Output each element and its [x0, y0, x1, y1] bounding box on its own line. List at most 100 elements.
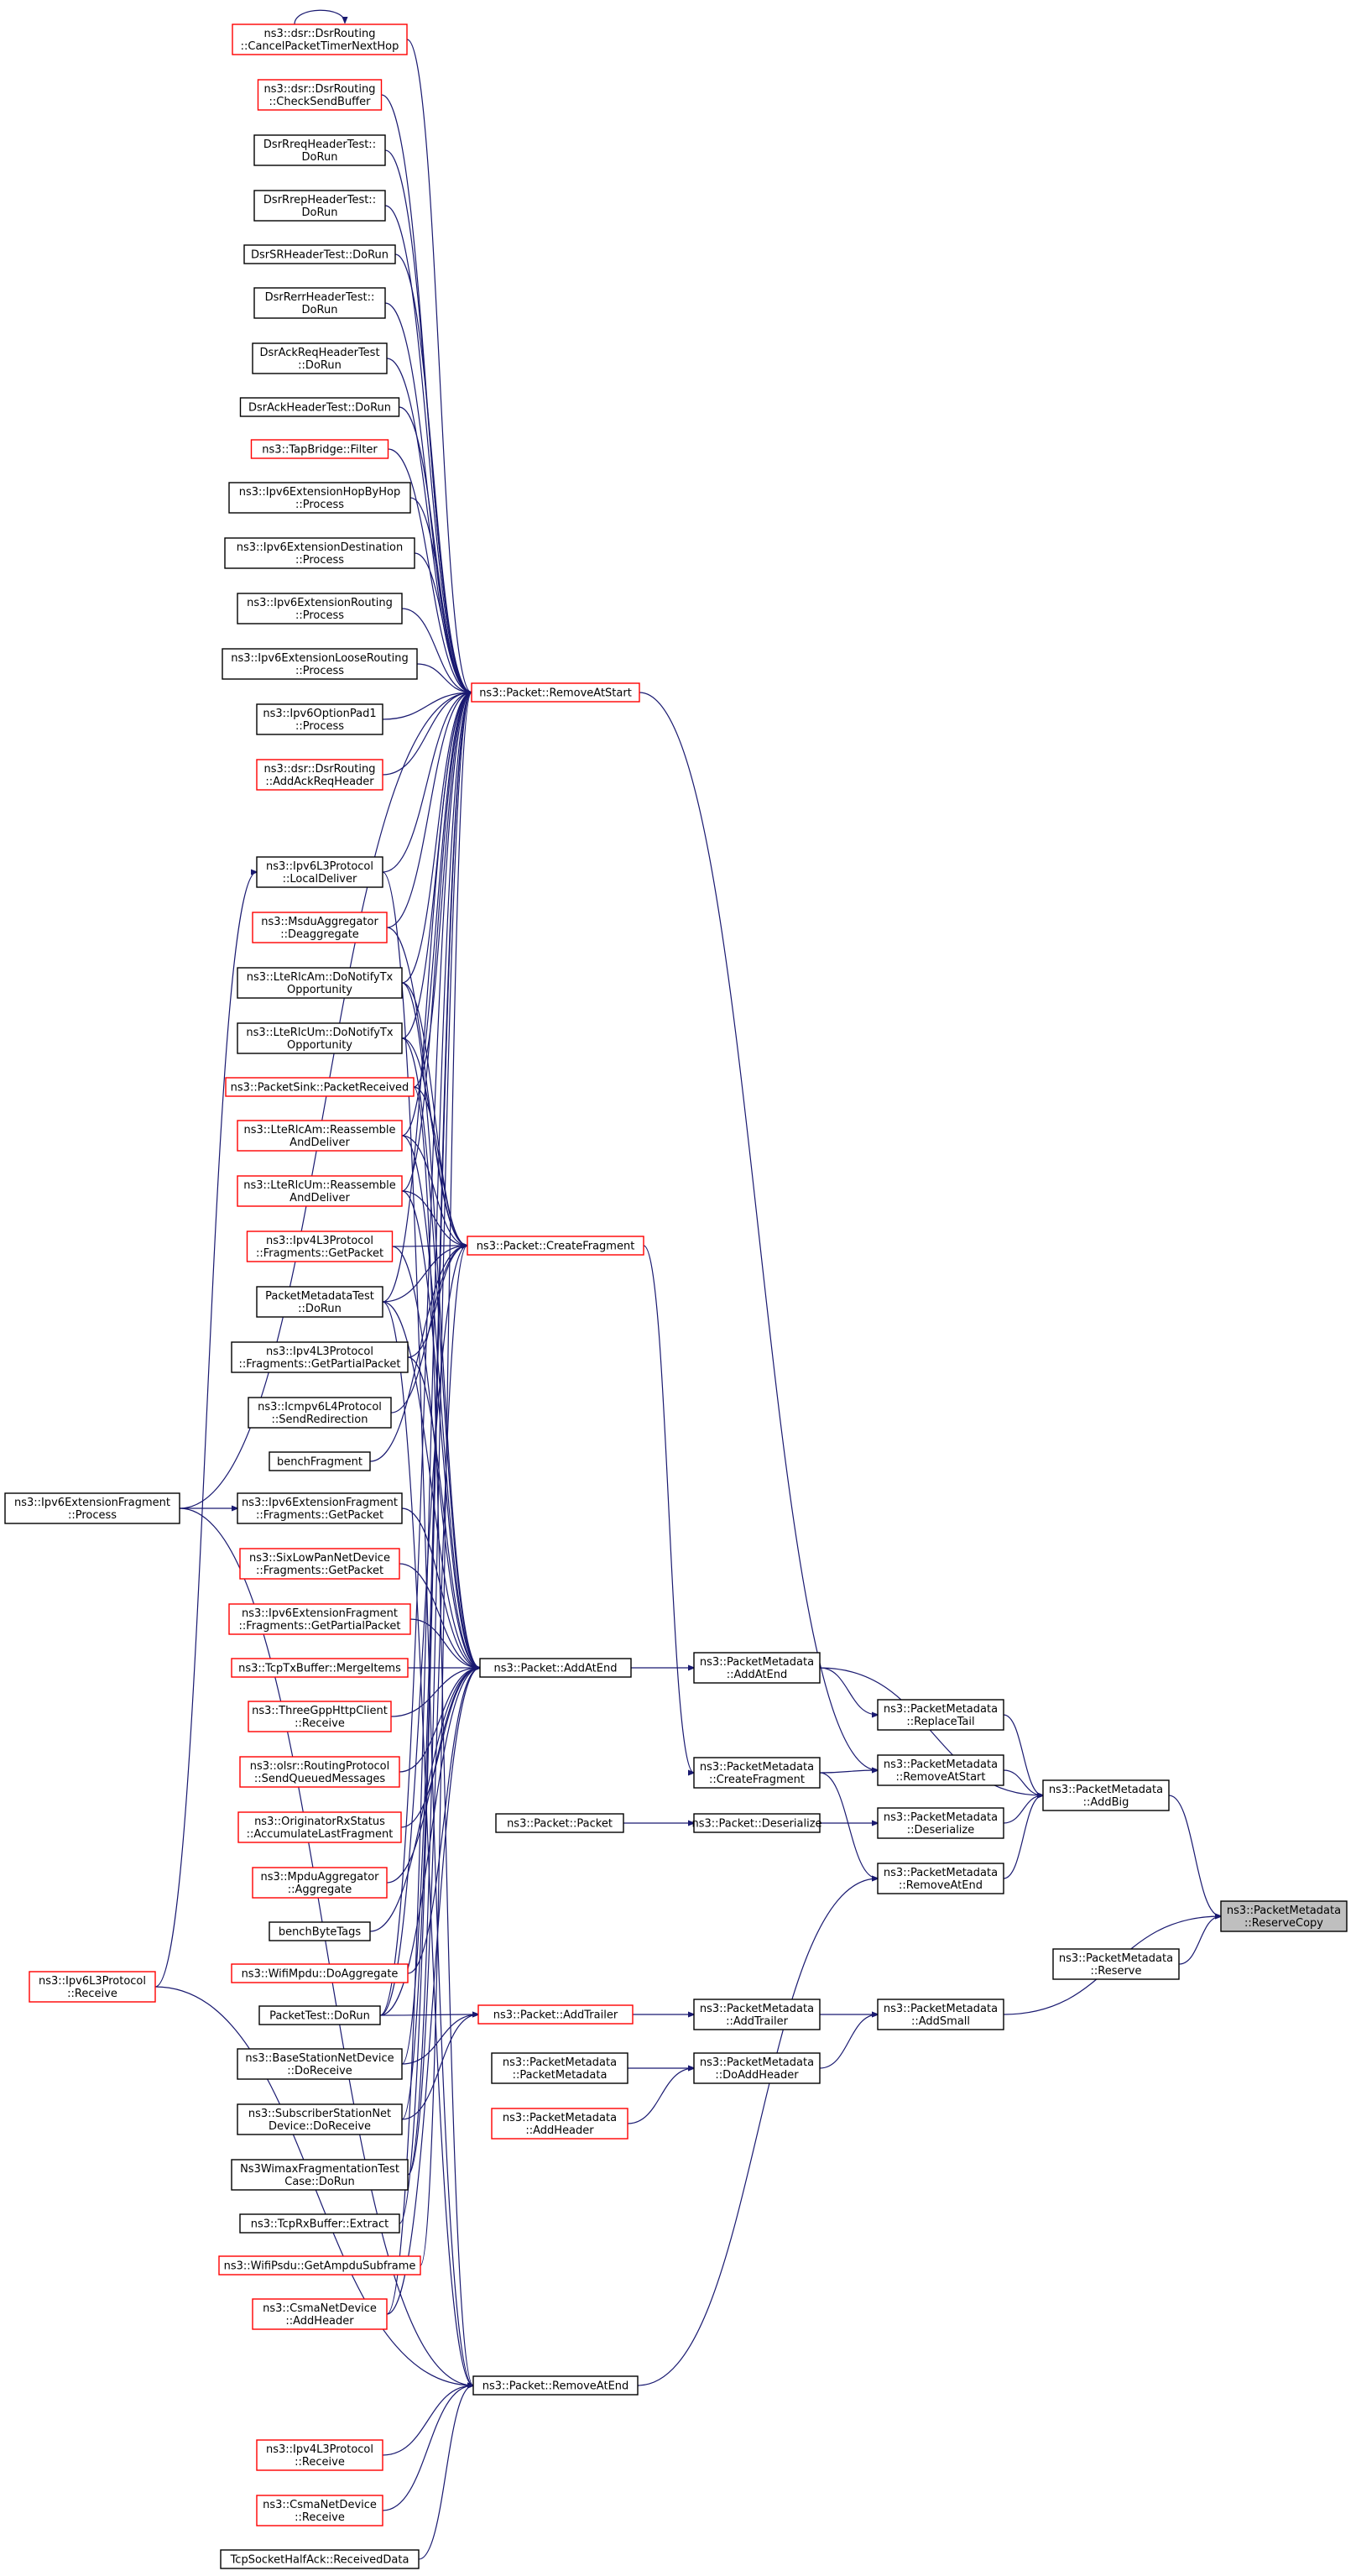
- node-n46[interactable]: ns3::Ipv4L3Protocol::Receive: [256, 2439, 383, 2471]
- node-n39[interactable]: ns3::BaseStationNetDevice::DoReceive: [237, 2048, 403, 2080]
- node-box-n56[interactable]: [472, 2375, 639, 2396]
- node-n25[interactable]: ns3::Icmpv6L4Protocol::SendRedirection: [248, 1397, 392, 1429]
- node-box-n16[interactable]: [252, 912, 388, 943]
- node-box-n4[interactable]: [243, 244, 396, 264]
- node-box-n57[interactable]: [693, 1652, 821, 1684]
- node-n53[interactable]: ns3::Packet::AddTrailer: [477, 2004, 634, 2025]
- node-n33[interactable]: ns3::olsr::RoutingProtocol::SendQueuedMe…: [239, 1756, 400, 1788]
- node-box-n62[interactable]: [877, 1699, 1004, 1731]
- node-box-n17[interactable]: [237, 967, 403, 999]
- node-n27[interactable]: ns3::Ipv6ExtensionFragment::Process: [4, 1492, 180, 1524]
- node-n13[interactable]: ns3::Ipv6OptionPad1::Process: [256, 703, 383, 735]
- node-n28[interactable]: ns3::Ipv6ExtensionFragment::Fragments::G…: [237, 1492, 403, 1524]
- node-n56[interactable]: ns3::Packet::RemoveAtEnd: [472, 2375, 639, 2396]
- node-n0[interactable]: ns3::dsr::DsrRouting::CancelPacketTimerN…: [232, 24, 408, 55]
- node-n50[interactable]: ns3::Packet::CreateFragment: [467, 1236, 644, 1256]
- node-box-n52[interactable]: [495, 1813, 624, 1833]
- node-n63[interactable]: ns3::PacketMetadata::RemoveAtStart: [877, 1754, 1004, 1786]
- node-box-n47[interactable]: [256, 2495, 383, 2526]
- node-n32[interactable]: ns3::ThreeGppHttpClient::Receive: [248, 1701, 392, 1732]
- node-n44[interactable]: ns3::CsmaNetDevice::AddHeader: [252, 2298, 388, 2330]
- node-n42[interactable]: ns3::TcpRxBuffer::Extract: [239, 2213, 400, 2234]
- node-n2[interactable]: DsrRreqHeaderTest::DoRun: [253, 134, 386, 166]
- node-n36[interactable]: benchByteTags: [269, 1921, 371, 1941]
- node-n69[interactable]: ns3::PacketMetadata::ReserveCopy: [1220, 1900, 1348, 1932]
- node-box-n36[interactable]: [269, 1921, 371, 1941]
- node-n31[interactable]: ns3::TcpTxBuffer::MergeItems: [231, 1658, 409, 1678]
- node-box-n38[interactable]: [258, 2005, 381, 2025]
- node-n55[interactable]: ns3::PacketMetadata::AddHeader: [491, 2108, 628, 2140]
- node-n59[interactable]: ns3::Packet::Deserialize: [691, 1813, 822, 1833]
- node-n24[interactable]: ns3::Ipv4L3Protocol::Fragments::GetParti…: [231, 1341, 409, 1373]
- node-n22[interactable]: ns3::Ipv4L3Protocol::Fragments::GetPacke…: [246, 1231, 394, 1262]
- node-box-n53[interactable]: [477, 2004, 634, 2025]
- node-n5[interactable]: DsrRerrHeaderTest::DoRun: [253, 287, 386, 319]
- node-box-n15[interactable]: [256, 856, 383, 888]
- node-box-n31[interactable]: [231, 1658, 409, 1678]
- node-box-n7[interactable]: [239, 397, 400, 417]
- node-box-n32[interactable]: [248, 1701, 392, 1732]
- node-box-n22[interactable]: [246, 1231, 394, 1262]
- node-n15[interactable]: ns3::Ipv6L3Protocol::LocalDeliver: [256, 856, 383, 888]
- node-n16[interactable]: ns3::MsduAggregator::Deaggregate: [252, 912, 388, 943]
- node-n14[interactable]: ns3::dsr::DsrRouting::AddAckReqHeader: [256, 759, 383, 791]
- node-box-n25[interactable]: [248, 1397, 392, 1429]
- node-n49[interactable]: ns3::Packet::RemoveAtStart: [471, 682, 640, 703]
- node-n40[interactable]: ns3::SubscriberStationNetDevice::DoRecei…: [237, 2103, 403, 2135]
- node-n1[interactable]: ns3::dsr::DsrRouting::CheckSendBuffer: [257, 79, 383, 111]
- node-box-n2[interactable]: [253, 134, 386, 166]
- node-n23[interactable]: PacketMetadataTest::DoRun: [256, 1286, 383, 1318]
- node-box-n30[interactable]: [228, 1603, 411, 1635]
- node-box-n10[interactable]: [224, 537, 415, 569]
- node-n29[interactable]: ns3::SixLowPanNetDevice::Fragments::GetP…: [239, 1548, 400, 1580]
- node-n66[interactable]: ns3::PacketMetadata::AddSmall: [877, 1999, 1004, 2030]
- node-n9[interactable]: ns3::Ipv6ExtensionHopByHop::Process: [228, 482, 411, 514]
- node-box-n49[interactable]: [471, 682, 640, 703]
- node-box-n66[interactable]: [877, 1999, 1004, 2030]
- node-box-n69[interactable]: [1220, 1900, 1348, 1932]
- node-box-n61[interactable]: [693, 2052, 821, 2084]
- node-box-n50[interactable]: [467, 1236, 644, 1256]
- node-n51[interactable]: ns3::Packet::AddAtEnd: [479, 1658, 632, 1678]
- node-box-n1[interactable]: [257, 79, 383, 111]
- node-box-n27[interactable]: [4, 1492, 180, 1524]
- node-box-n19[interactable]: [225, 1077, 415, 1097]
- node-n65[interactable]: ns3::PacketMetadata::RemoveAtEnd: [877, 1863, 1004, 1894]
- node-box-n40[interactable]: [237, 2103, 403, 2135]
- node-n11[interactable]: ns3::Ipv6ExtensionRouting::Process: [237, 593, 403, 624]
- node-box-n20[interactable]: [237, 1120, 403, 1152]
- node-box-n8[interactable]: [250, 439, 389, 459]
- node-n7[interactable]: DsrAckHeaderTest::DoRun: [239, 397, 400, 417]
- node-n47[interactable]: ns3::CsmaNetDevice::Receive: [256, 2495, 383, 2526]
- node-box-n13[interactable]: [256, 703, 383, 735]
- node-n45[interactable]: ns3::Ipv6L3Protocol::Receive: [29, 1971, 156, 2003]
- node-n52[interactable]: ns3::Packet::Packet: [495, 1813, 624, 1833]
- node-n10[interactable]: ns3::Ipv6ExtensionDestination::Process: [224, 537, 415, 569]
- node-box-n51[interactable]: [479, 1658, 632, 1678]
- node-box-n39[interactable]: [237, 2048, 403, 2080]
- node-box-n45[interactable]: [29, 1971, 156, 2003]
- node-n61[interactable]: ns3::PacketMetadata::DoAddHeader: [693, 2052, 821, 2084]
- node-box-n58[interactable]: [693, 1757, 821, 1789]
- node-n37[interactable]: ns3::WifiMpdu::DoAggregate: [231, 1963, 409, 1983]
- node-n64[interactable]: ns3::PacketMetadata::Deserialize: [877, 1807, 1004, 1839]
- node-n43[interactable]: ns3::WifiPsdu::GetAmpduSubframe: [218, 2255, 421, 2276]
- node-box-n0[interactable]: [232, 24, 408, 55]
- node-box-n29[interactable]: [239, 1548, 400, 1580]
- node-n4[interactable]: DsrSRHeaderTest::DoRun: [243, 244, 396, 264]
- node-n19[interactable]: ns3::PacketSink::PacketReceived: [225, 1077, 415, 1097]
- node-n12[interactable]: ns3::Ipv6ExtensionLooseRouting::Process: [222, 648, 418, 680]
- node-box-n14[interactable]: [256, 759, 383, 791]
- node-box-n63[interactable]: [877, 1754, 1004, 1786]
- node-box-n21[interactable]: [237, 1175, 403, 1207]
- node-box-n18[interactable]: [237, 1022, 403, 1054]
- node-n38[interactable]: PacketTest::DoRun: [258, 2005, 381, 2025]
- node-box-n42[interactable]: [239, 2213, 400, 2234]
- node-box-n11[interactable]: [237, 593, 403, 624]
- node-box-n12[interactable]: [222, 648, 418, 680]
